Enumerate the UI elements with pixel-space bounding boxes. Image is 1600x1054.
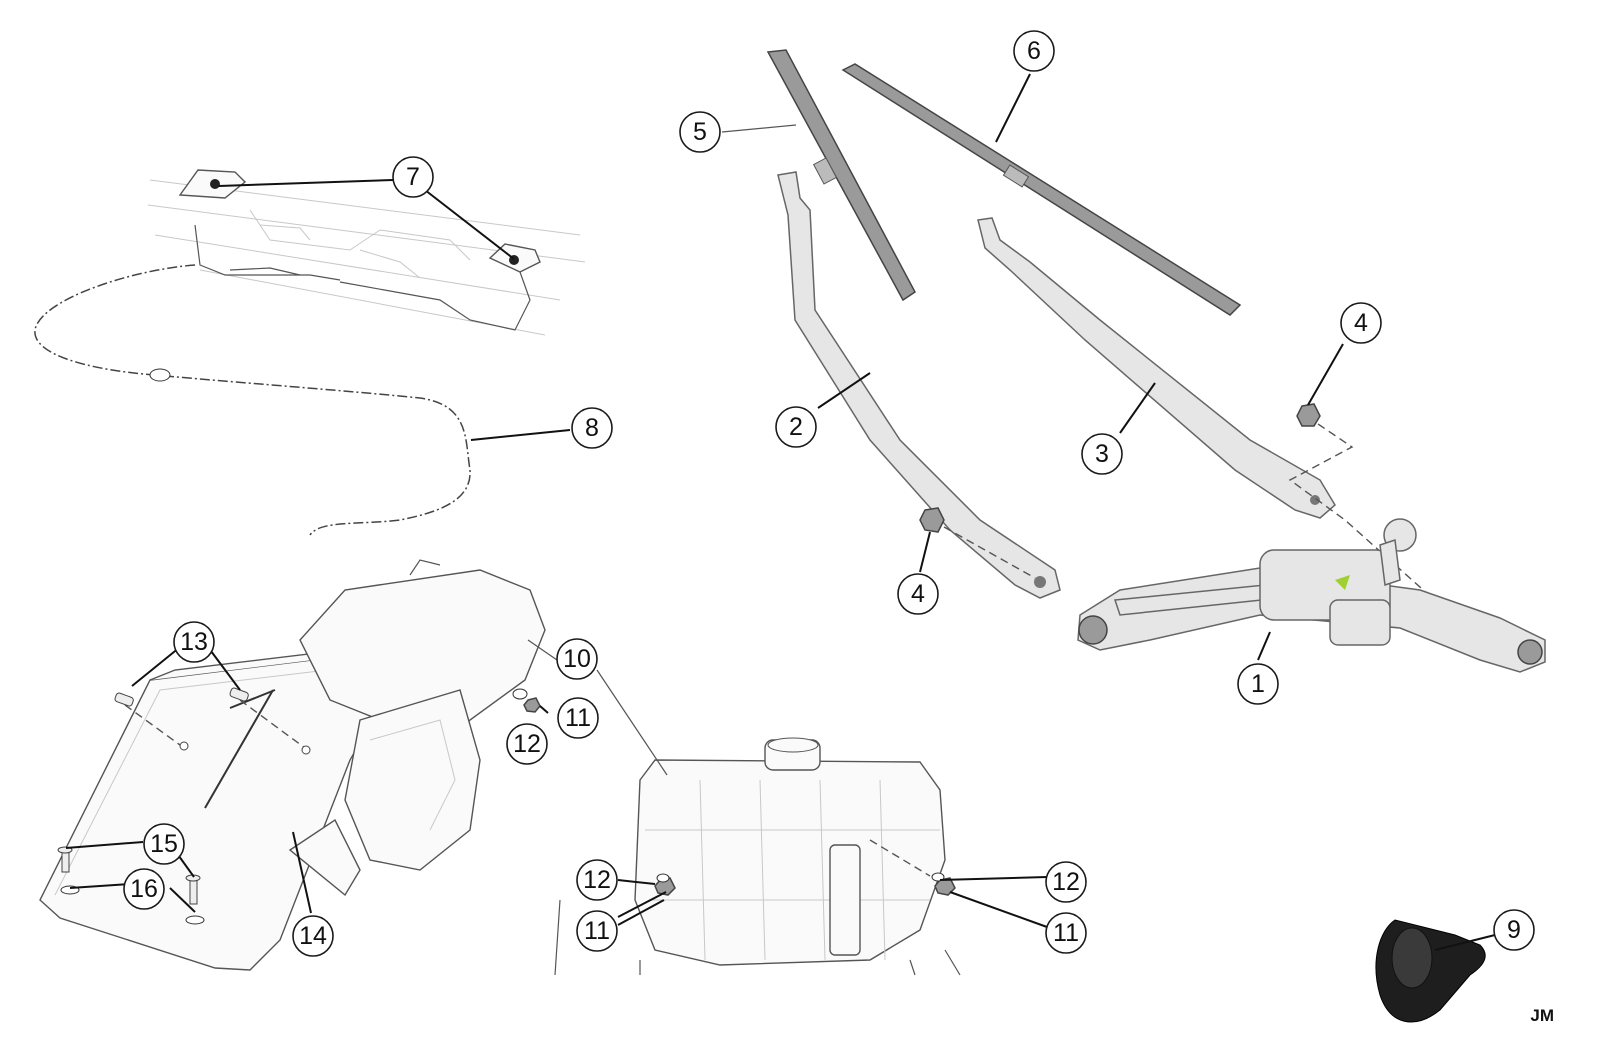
washer-12-upper: [512, 688, 528, 700]
callout-12-lower-right-label: 12: [1052, 868, 1080, 896]
nut-11-lower-right: [934, 877, 956, 896]
callout-4-right: 4: [1340, 302, 1382, 344]
nut-11-upper: [523, 697, 541, 713]
callout-7-label: 7: [406, 163, 420, 191]
reservoir-lower: [554, 737, 961, 976]
wiper-blade-right: [841, 63, 1242, 316]
callout-3: 3: [1081, 433, 1123, 475]
callout-12-lower-left: 12: [576, 859, 618, 901]
callout-1: 1: [1237, 663, 1279, 705]
washer-16b: [185, 915, 205, 925]
callout-11-lower-left-label: 11: [584, 917, 610, 945]
corner-label: JM: [1530, 1006, 1554, 1025]
callout-9: 9: [1493, 909, 1535, 951]
callout-4-right-label: 4: [1354, 309, 1368, 337]
callout-11-lower-right: 11: [1045, 912, 1087, 954]
callout-9-label: 9: [1507, 916, 1521, 944]
wiper-nut-right: [1288, 403, 1441, 606]
callout-2-label: 2: [789, 413, 803, 441]
callout-12-lower-right: 12: [1045, 861, 1087, 903]
callout-3-label: 3: [1095, 440, 1109, 468]
callout-15: 15: [143, 823, 185, 865]
nut-11-lower-left: [654, 877, 676, 896]
callout-16: 16: [123, 868, 165, 910]
washer-hose: [34, 224, 531, 536]
wiper-arm-left: [777, 171, 1061, 599]
callout-1-label: 1: [1251, 670, 1265, 698]
washer-nozzle-left: [178, 169, 247, 199]
callout-6: 6: [1013, 30, 1055, 72]
wiper-linkage-motor: [1077, 518, 1546, 673]
callout-2: 2: [775, 406, 817, 448]
callout-7: 7: [392, 156, 434, 198]
callout-5: 5: [679, 111, 721, 153]
mounting-bolt-13a: [114, 692, 134, 707]
callout-15-label: 15: [150, 830, 178, 858]
callout-10-label: 10: [563, 645, 591, 673]
callout-12-lower-left-label: 12: [583, 866, 611, 894]
callout-6-label: 6: [1027, 37, 1041, 65]
washer-12-lower-left: [656, 873, 670, 883]
wiper-arm-right: [977, 217, 1336, 519]
callout-14: 14: [292, 915, 334, 957]
callout-5-label: 5: [693, 118, 707, 146]
callout-11-lower-left: 11: [576, 910, 618, 952]
callout-8: 8: [571, 407, 613, 449]
callout-12-upper: 12: [506, 723, 548, 765]
callout-10: 10: [556, 638, 598, 680]
callout-11-upper: 11: [557, 697, 599, 739]
mounting-bolt-13b: [229, 687, 249, 702]
callout-13-label: 13: [180, 628, 208, 656]
callout-13: 13: [173, 621, 215, 663]
callout-8-label: 8: [585, 414, 599, 442]
callout-11-upper-label: 11: [565, 704, 591, 732]
callout-12-upper-label: 12: [513, 730, 541, 758]
wiper-nut-left: [919, 507, 1036, 579]
wiper-blade-left: [766, 49, 916, 302]
reservoir-upper: [288, 559, 546, 897]
washer-nozzle-right: [488, 243, 541, 273]
callout-4-left: 4: [897, 573, 939, 615]
grommet: [1375, 919, 1486, 1023]
callout-11-lower-right-label: 11: [1053, 919, 1079, 947]
callout-4-left-label: 4: [911, 580, 925, 608]
callout-14-label: 14: [299, 922, 327, 950]
callout-16-label: 16: [130, 875, 158, 903]
